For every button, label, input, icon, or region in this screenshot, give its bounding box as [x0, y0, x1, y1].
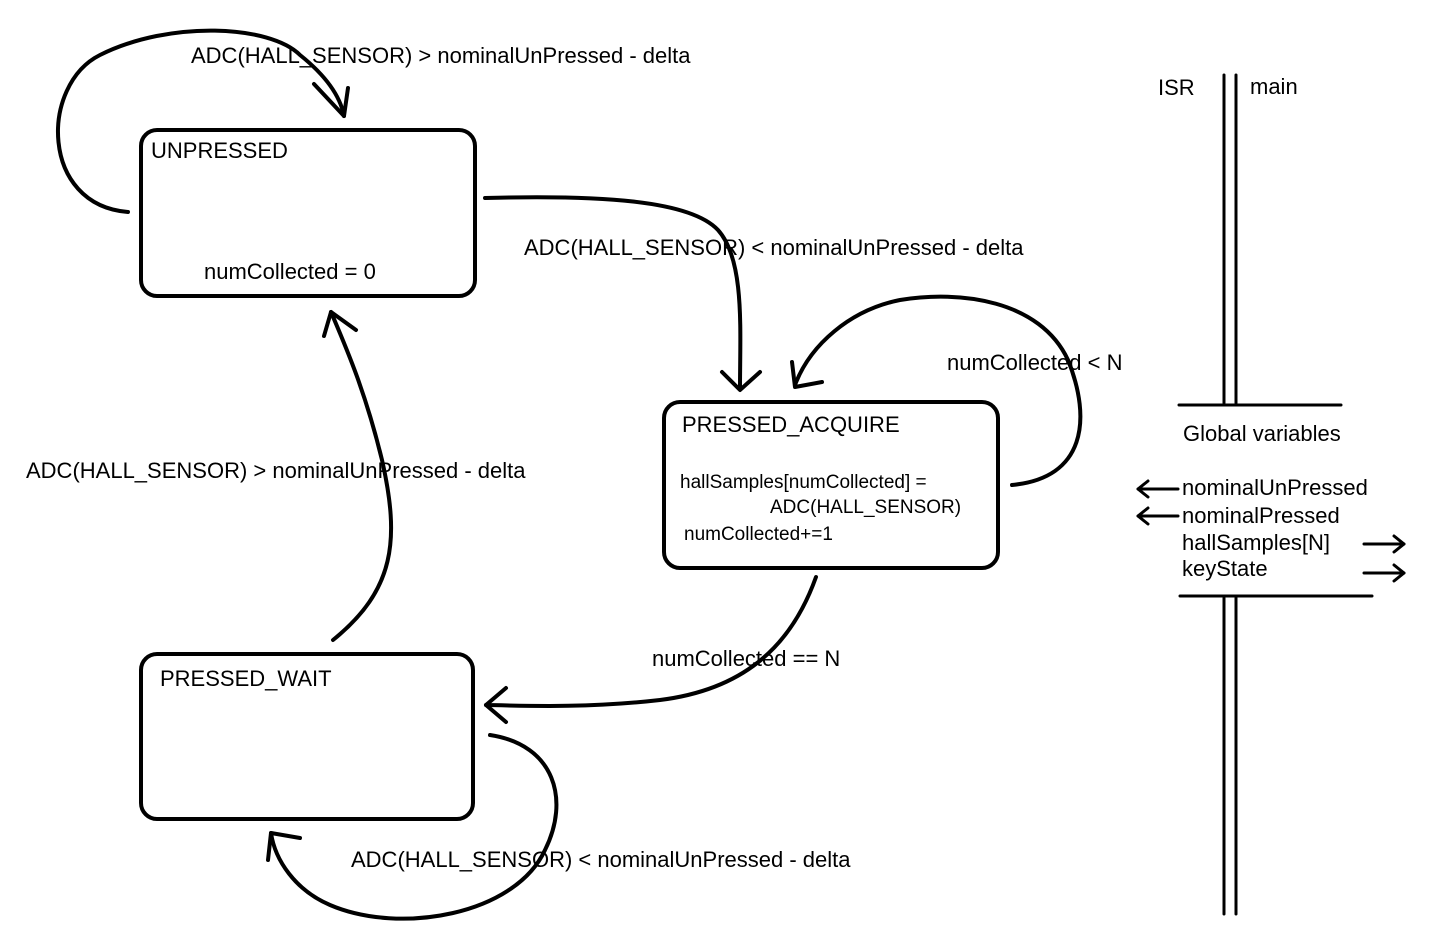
transition-acquire-to-wait: numCollected == N: [484, 575, 840, 724]
state-pressed-acquire-box: [662, 400, 1000, 570]
arrow-right-icon: [1362, 534, 1406, 554]
arrow-left-icon: [1136, 479, 1180, 499]
arrow-left-icon: [1136, 506, 1180, 526]
global-var-nominal-pressed: nominalPressed: [1182, 503, 1340, 528]
transition-unpressed-to-acquire-arrow: [483, 195, 743, 390]
transition-wait-self: ADC(HALL_SENSOR) < nominalUnPressed - de…: [266, 733, 851, 921]
isr-main-divider: ISR main: [1158, 73, 1298, 916]
transition-wait-to-unpressed-arrowhead: [322, 310, 358, 338]
main-label: main: [1250, 74, 1298, 99]
global-var-hall-samples: hallSamples[N]: [1182, 530, 1330, 555]
state-pressed-wait: PRESSED_WAIT: [139, 652, 475, 821]
transition-unpressed-self-arrow: [56, 28, 346, 214]
transition-wait-to-unpressed: ADC(HALL_SENSOR) > nominalUnPressed - de…: [26, 310, 526, 642]
transition-unpressed-self-arrowhead: [312, 82, 350, 118]
state-unpressed: UNPRESSED numCollected = 0: [139, 128, 477, 298]
arrow-right-icon: [1362, 563, 1406, 583]
state-pressed-acquire: PRESSED_ACQUIRE hallSamples[numCollected…: [662, 400, 1000, 570]
transition-acquire-to-wait-label: numCollected == N: [652, 646, 840, 671]
state-unpressed-action: numCollected = 0: [204, 259, 376, 284]
transition-unpressed-to-acquire: ADC(HALL_SENSOR) < nominalUnPressed - de…: [483, 195, 1024, 392]
transition-acquire-self: numCollected < N: [790, 294, 1122, 487]
state-pressed-acquire-action-3: numCollected+=1: [684, 524, 833, 545]
isr-label: ISR: [1158, 75, 1195, 100]
transition-acquire-to-wait-arrow: [484, 575, 818, 708]
state-pressed-wait-box: [139, 652, 475, 821]
state-pressed-wait-title: PRESSED_WAIT: [160, 666, 332, 691]
transition-unpressed-self-label: ADC(HALL_SENSOR) > nominalUnPressed - de…: [191, 43, 691, 68]
transition-unpressed-to-acquire-label: ADC(HALL_SENSOR) < nominalUnPressed - de…: [524, 235, 1024, 260]
transition-acquire-self-arrow: [793, 294, 1083, 487]
transition-wait-to-unpressed-arrow: [329, 310, 394, 642]
transition-wait-self-label: ADC(HALL_SENSOR) < nominalUnPressed - de…: [351, 847, 851, 872]
transition-acquire-self-arrowhead: [790, 360, 824, 389]
transition-acquire-to-wait-arrowhead: [484, 686, 508, 724]
transition-wait-self-arrow: [269, 733, 559, 921]
state-unpressed-box: [139, 128, 477, 298]
global-var-nominal-unpressed: nominalUnPressed: [1182, 475, 1368, 500]
transition-unpressed-to-acquire-arrowhead: [720, 370, 762, 392]
transition-acquire-self-label: numCollected < N: [947, 350, 1122, 375]
transition-wait-to-unpressed-label: ADC(HALL_SENSOR) > nominalUnPressed - de…: [26, 458, 526, 483]
state-unpressed-title: UNPRESSED: [151, 138, 288, 163]
globals-heading: Global variables: [1183, 421, 1341, 446]
state-pressed-acquire-title: PRESSED_ACQUIRE: [682, 412, 900, 437]
state-pressed-acquire-action-2: ADC(HALL_SENSOR): [770, 497, 961, 518]
transition-wait-self-arrowhead: [266, 831, 302, 862]
global-var-key-state: keyState: [1182, 556, 1268, 581]
state-pressed-acquire-action-1: hallSamples[numCollected] =: [680, 472, 927, 493]
global-variables-block: Global variables nominalUnPressed nomina…: [1136, 403, 1406, 598]
transition-unpressed-self: ADC(HALL_SENSOR) > nominalUnPressed - de…: [56, 28, 691, 214]
